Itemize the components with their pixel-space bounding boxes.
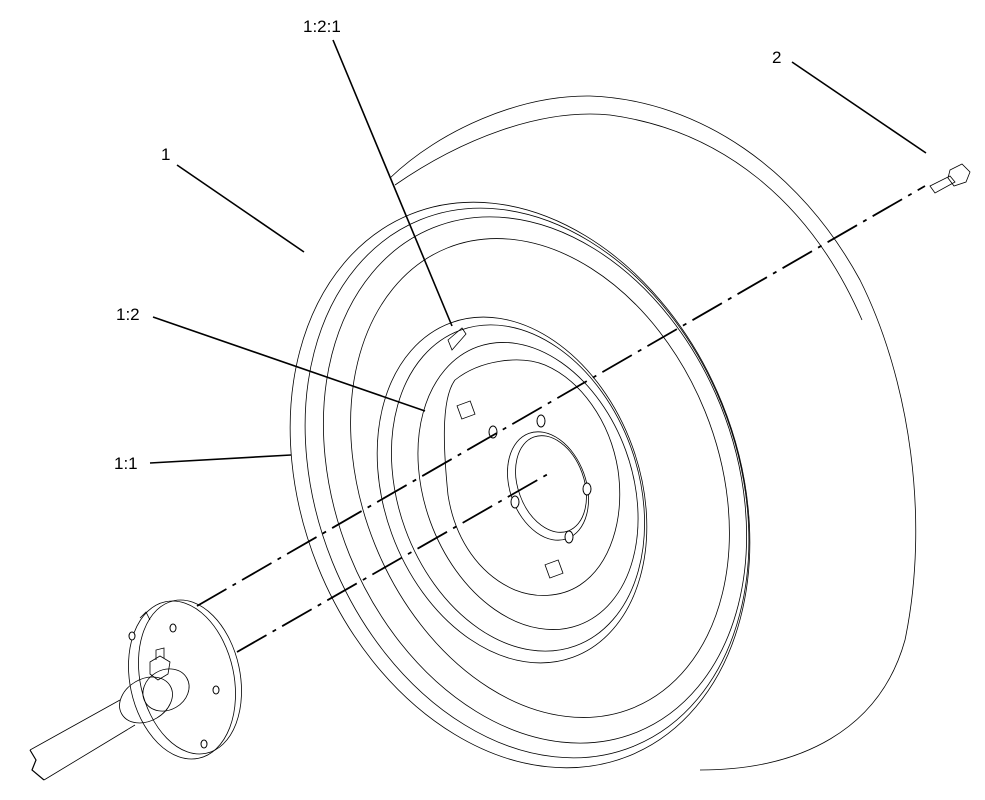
axle-hub	[29, 599, 242, 781]
callout-valve-stem: 1:2:1	[303, 17, 341, 36]
lug-hole	[510, 495, 520, 509]
leader-lines	[149, 39, 927, 464]
lug-hole	[536, 414, 546, 428]
tire	[289, 95, 917, 771]
callout-wheel-assembly: 1	[161, 145, 171, 164]
callout-wheel-rim: 1:2	[116, 305, 140, 324]
callout-lug-bolt: 2	[772, 48, 782, 67]
callout-tire: 1:1	[114, 454, 138, 473]
lug-hole	[564, 530, 574, 544]
wheel-rim	[376, 316, 648, 664]
lug-bolt	[929, 163, 971, 194]
lug-hole	[582, 482, 592, 496]
valve-stem	[447, 327, 467, 351]
center-lines	[196, 185, 926, 653]
